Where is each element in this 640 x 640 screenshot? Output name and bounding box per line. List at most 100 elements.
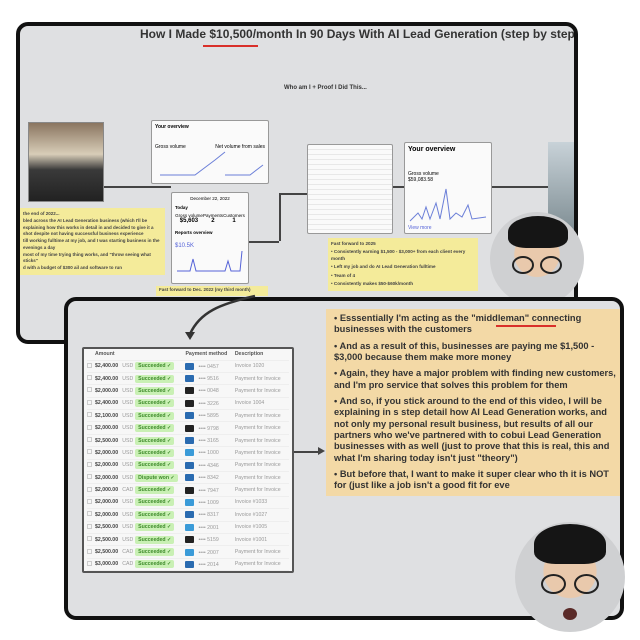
row-checkbox[interactable] (87, 533, 95, 547)
payment-method: •••• 4346 (185, 459, 235, 473)
bullet-item: And so, if you stick around to the end o… (334, 396, 618, 464)
amount: $2,000.00 (95, 483, 123, 497)
table-row[interactable]: $2,000.00 CAD Succeeded ✓ •••• 7947 Paym… (87, 483, 289, 497)
currency: USD (122, 360, 136, 373)
row-checkbox[interactable] (87, 545, 95, 559)
phone-dashboard-card: December 22, 2022 Today Gross volume$5,6… (171, 192, 249, 284)
desk-photo (28, 122, 104, 202)
table-row[interactable]: $2,500.00 CAD Succeeded ✓ •••• 2007 Paym… (87, 545, 289, 559)
payment-method: •••• 3226 (185, 397, 235, 411)
arrow-head (318, 447, 325, 455)
row-checkbox[interactable] (87, 496, 95, 510)
status-badge: Succeeded ✓ (135, 448, 175, 457)
status-cell: Succeeded ✓ (135, 397, 186, 411)
status-cell: Succeeded ✓ (135, 446, 186, 460)
status-cell: Succeeded ✓ (135, 496, 186, 510)
row-checkbox[interactable] (87, 521, 95, 534)
description: Payment for Invoice (234, 434, 289, 448)
status-cell: Succeeded ✓ (135, 459, 186, 473)
row-checkbox[interactable] (87, 483, 95, 497)
table-row[interactable]: $2,000.00 USD Succeeded ✓ •••• 8317 Invo… (87, 508, 289, 522)
table-row[interactable]: $2,000.00 USD Succeeded ✓ •••• 9798 Paym… (87, 421, 289, 435)
row-checkbox[interactable] (87, 397, 95, 411)
row-checkbox[interactable] (87, 372, 95, 386)
table-row[interactable]: $2,400.00 USD Succeeded ✓ •••• 3226 Invo… (87, 397, 289, 411)
row-checkbox[interactable] (87, 409, 95, 423)
status-cell: Succeeded ✓ (135, 384, 186, 398)
payment-method: •••• 2007 (185, 545, 235, 559)
description: Payment for Invoice (234, 558, 289, 572)
table-row[interactable]: $2,400.00 USD Succeeded ✓ •••• 9516 Paym… (87, 372, 289, 386)
payment-method: •••• 8317 (185, 508, 235, 522)
row-checkbox[interactable] (87, 446, 95, 460)
table-row[interactable]: $2,100.00 USD Succeeded ✓ •••• 5895 Paym… (87, 409, 289, 423)
description: Payment for Invoice (234, 409, 289, 423)
payment-method: •••• 2014 (185, 558, 235, 572)
table-row[interactable]: $2,000.00 USD Dispute won ✓ •••• 8342 Pa… (87, 471, 289, 485)
connector-line (104, 186, 171, 188)
section-heading: Who am I + Proof I Did This... (284, 85, 367, 91)
table-row[interactable]: $2,400.00 USD Succeeded ✓ •••• 0457 Invo… (87, 360, 289, 373)
table-row[interactable]: $2,000.00 USD Succeeded ✓ •••• 1000 Paym… (87, 446, 289, 460)
payment-method: •••• 3165 (185, 434, 235, 448)
red-underline (496, 325, 556, 327)
row-checkbox[interactable] (87, 384, 95, 398)
bullet-item: Esssentially I'm acting as the "middlema… (334, 313, 618, 336)
row-checkbox[interactable] (87, 421, 95, 435)
currency: USD (122, 496, 136, 510)
card-brand-icon (185, 375, 195, 383)
status-badge: Succeeded ✓ (135, 374, 175, 383)
card-brand-icon (185, 437, 195, 445)
table-row[interactable]: $2,500.00 USD Succeeded ✓ •••• 2001 Invo… (87, 521, 289, 534)
row-checkbox[interactable] (87, 459, 95, 473)
table-row[interactable]: $2,000.00 USD Succeeded ✓ •••• 0048 Paym… (87, 384, 289, 398)
currency: USD (122, 409, 136, 423)
row-checkbox[interactable] (87, 434, 95, 448)
2025-note: Fast forward to 2025 • Consistently earn… (328, 238, 478, 291)
description: Invoice #1005 (234, 521, 289, 534)
table-row[interactable]: $2,000.00 USD Succeeded ✓ •••• 1009 Invo… (87, 496, 289, 510)
bullet-item: But before that, I want to make it super… (334, 469, 618, 492)
card-brand-icon (185, 424, 195, 432)
status-badge: Succeeded ✓ (135, 461, 175, 470)
payment-method: •••• 9798 (185, 421, 235, 435)
card-brand-icon (185, 548, 195, 556)
card-brand-icon (185, 560, 195, 568)
payment-method: •••• 5895 (185, 409, 235, 423)
payment-method: •••• 2001 (185, 521, 235, 534)
table-row[interactable]: $2,500.00 USD Succeeded ✓ •••• 5159 Invo… (87, 533, 289, 547)
red-underline (203, 45, 258, 47)
status-cell: Succeeded ✓ (135, 508, 186, 522)
status-badge: Dispute won ✓ (135, 473, 178, 482)
status-badge: Succeeded ✓ (135, 436, 175, 445)
amount: $2,400.00 (95, 397, 123, 411)
row-checkbox[interactable] (87, 558, 95, 572)
table-row[interactable]: $2,000.00 USD Succeeded ✓ •••• 4346 Paym… (87, 459, 289, 473)
description: Invoice 1004 (234, 397, 289, 411)
table-row[interactable]: $2,500.00 USD Succeeded ✓ •••• 3165 Paym… (87, 434, 289, 448)
row-checkbox[interactable] (87, 360, 95, 373)
amount: $2,000.00 (95, 459, 123, 473)
bullet-item: And as a result of this, businesses are … (334, 341, 618, 364)
row-checkbox[interactable] (87, 471, 95, 485)
currency: CAD (122, 558, 136, 572)
description: Invoice #1033 (234, 496, 289, 510)
status-badge: Succeeded ✓ (135, 399, 175, 408)
status-cell: Succeeded ✓ (135, 545, 186, 559)
description: Payment for Invoice (234, 483, 289, 497)
bullet-item: Again, they have a major problem with fi… (334, 368, 618, 391)
presenter-face-webcam-2 (515, 522, 625, 632)
currency: USD (122, 384, 136, 398)
row-checkbox[interactable] (87, 508, 95, 522)
payment-method: •••• 5159 (185, 533, 235, 547)
description: Payment for Invoice (234, 459, 289, 473)
table-row[interactable]: $3,000.00 CAD Succeeded ✓ •••• 2014 Paym… (87, 558, 289, 572)
payment-method: •••• 0457 (185, 360, 235, 373)
description: Invoice #1027 (234, 508, 289, 522)
amount: $2,000.00 (95, 384, 123, 398)
presenter-face-webcam (490, 212, 584, 306)
status-cell: Dispute won ✓ (135, 471, 186, 485)
status-badge: Succeeded ✓ (135, 424, 175, 433)
overview2-card: Your overview Gross volume $59,083.58 Vi… (404, 142, 492, 234)
